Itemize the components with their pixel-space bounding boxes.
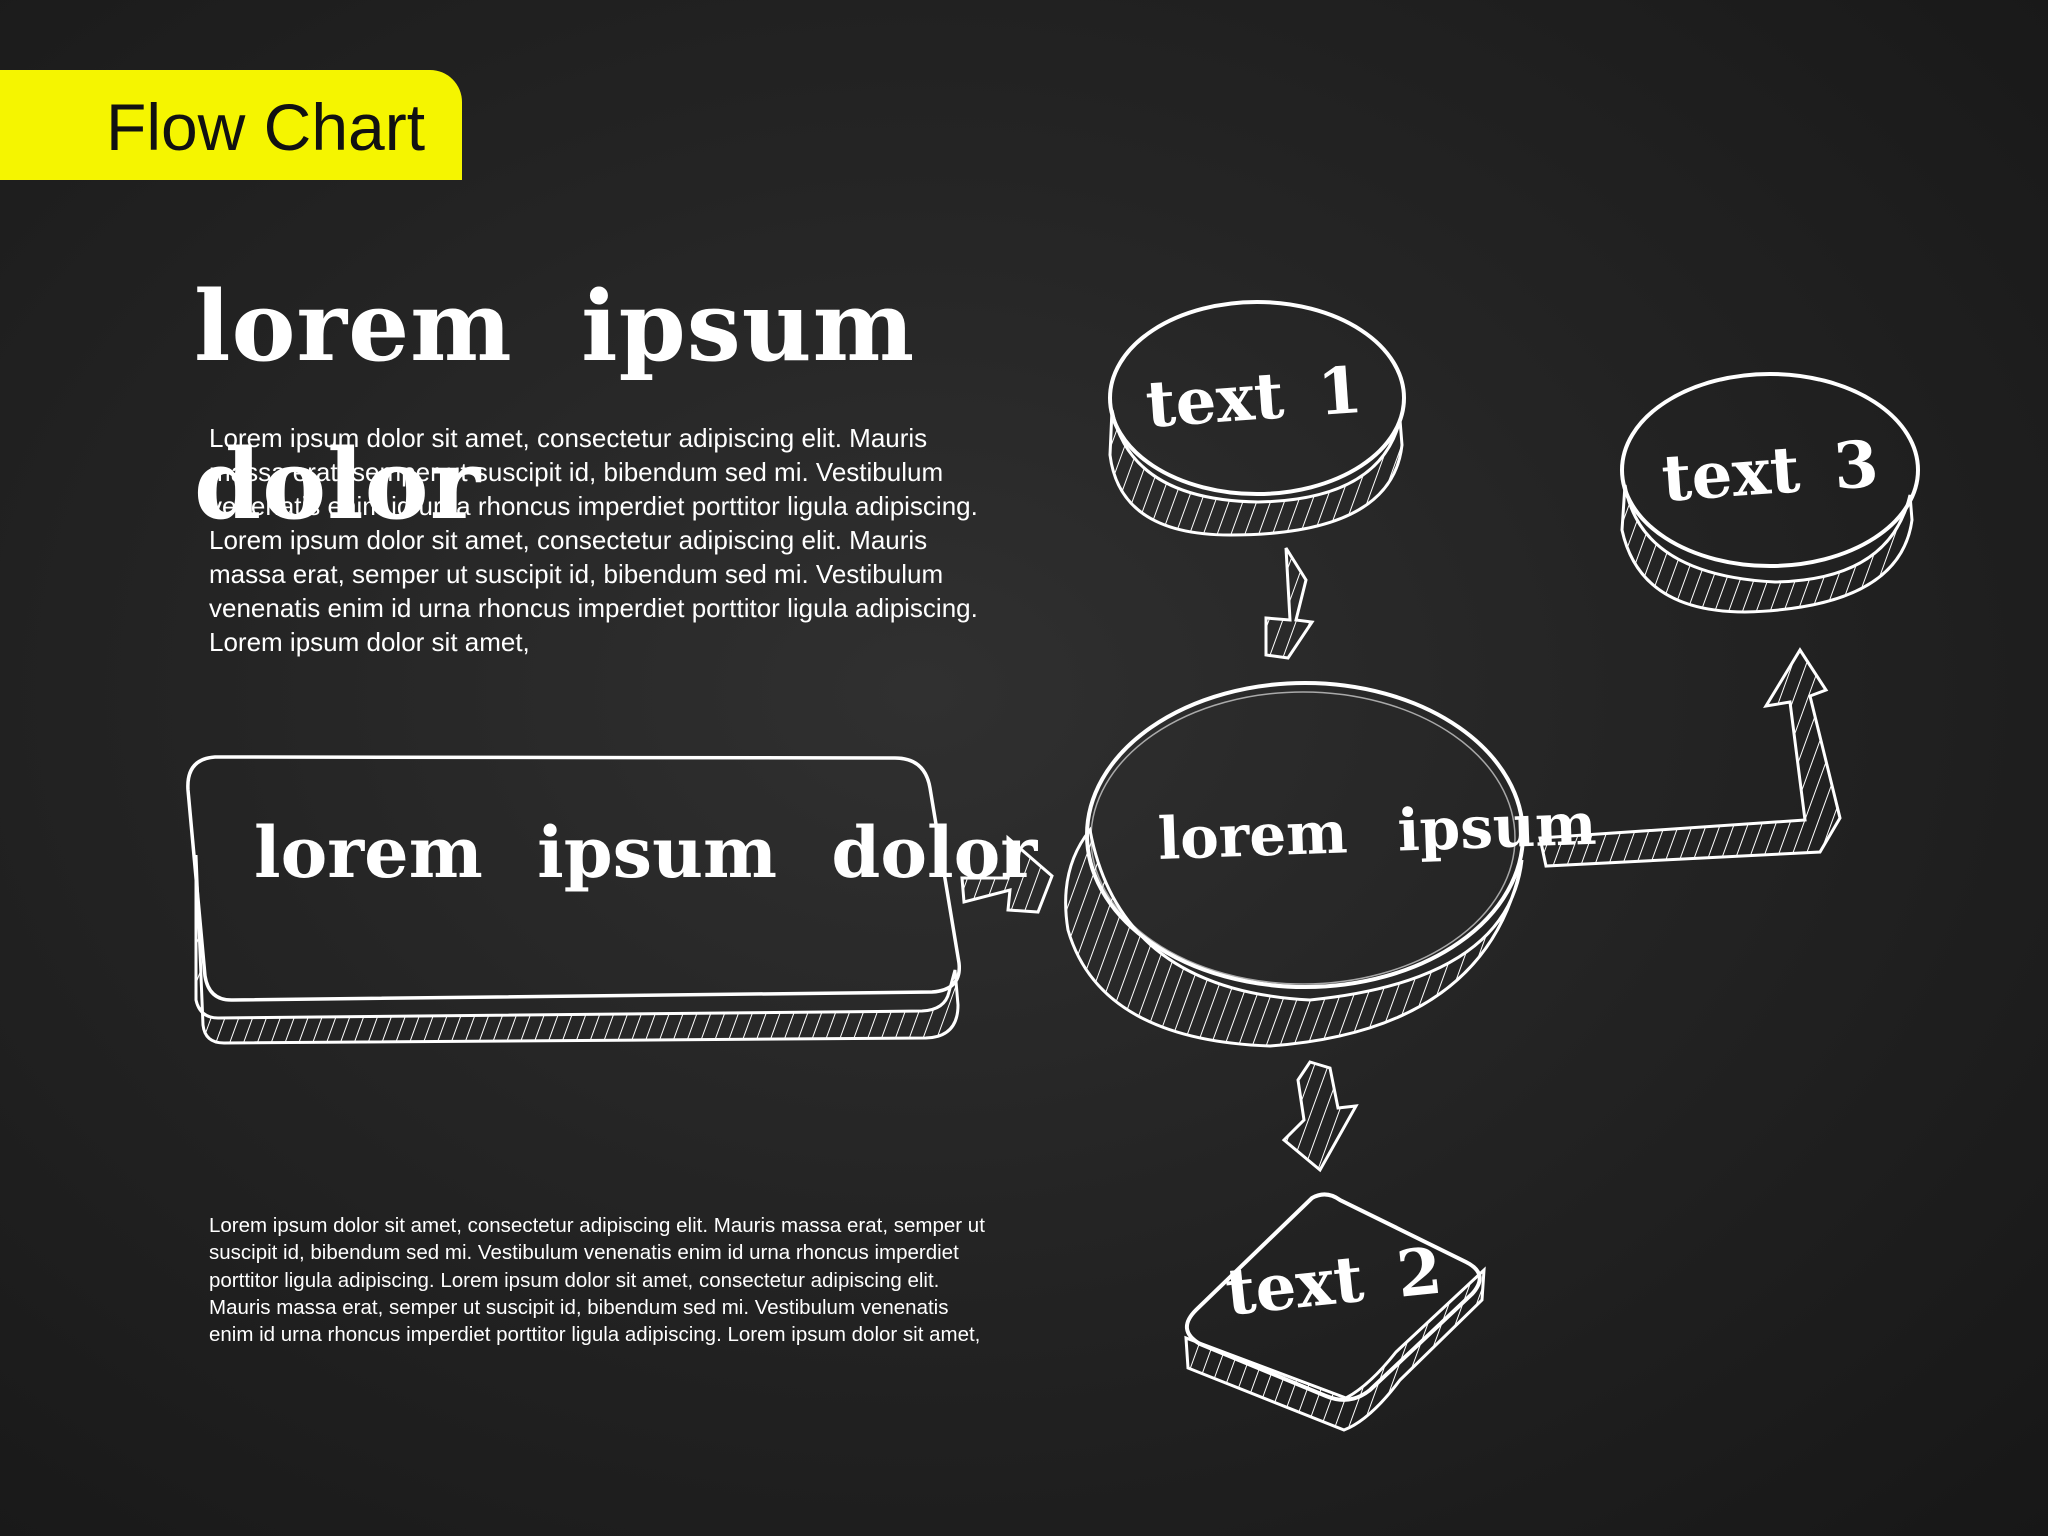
start-box-side [194,854,960,1045]
node-2-side [1184,1266,1486,1432]
center-node-side [1064,826,1524,1048]
title-tab [0,70,462,180]
arrow-to-node-3 [1538,647,1842,868]
node-1-label: text 1 [1143,352,1365,443]
headline: lorem ipsum dolor [194,270,916,541]
start-box [186,755,961,1045]
node-3-side [1620,484,1914,614]
node-3-label: text 3 [1659,426,1881,517]
body-paragraph-bottom: Lorem ipsum dolor sit amet, consectetur … [209,1214,985,1347]
node-1-side [1108,409,1404,537]
node-1-top [1108,300,1406,496]
start-box-top [186,755,961,1002]
arrow-to-center [960,834,1054,914]
start-box-label: lorem ipsum dolor [254,811,1038,894]
node-2 [1184,1192,1486,1432]
arrow-to-node-2 [1281,1060,1359,1173]
center-node-top [1085,681,1525,989]
center-node [1064,681,1525,1048]
slide-title: Flow Chart [106,90,426,164]
body-paragraph-top: Lorem ipsum dolor sit amet, consectetur … [209,423,978,657]
node-3-top [1620,372,1920,568]
center-node-label: lorem ipsum [1156,789,1598,873]
node-2-top [1185,1192,1482,1402]
node-3 [1620,372,1920,614]
arrow-to-node-1 [1264,547,1315,660]
node-1 [1108,300,1406,537]
center-node-top-inner [1090,691,1516,985]
